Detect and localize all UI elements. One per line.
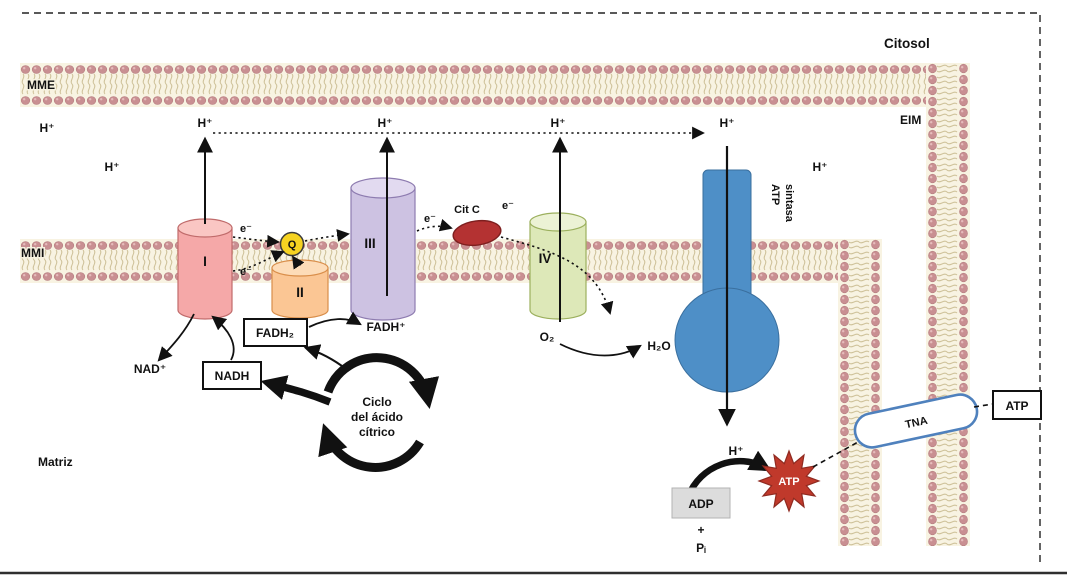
atp-synthase: ATP sintasa [674,146,795,427]
electron-flow-paths [232,218,614,315]
cytochrome-c: Cit C [452,204,502,247]
h-plus-label: H⁺ [729,444,744,458]
mmi-label: MMI [21,246,44,260]
inner-membrane-horizontal [20,239,882,283]
adp-label: ADP [688,497,713,511]
outer-membrane-vertical [926,63,970,546]
ubiquinone-label: Q [288,239,297,251]
h-plus-label: H⁺ [720,116,735,130]
eim-label: EIM [900,113,921,127]
h2o-label: H₂O [647,339,670,353]
proton-pumping [197,126,705,322]
atp-burst: ATP [757,449,821,513]
h-plus-label: H⁺ [378,116,393,130]
inner-membrane-vertical [838,239,882,546]
plus-sign-label: + [697,523,704,537]
fadh2-box: FADH₂ [243,318,308,347]
cycle-arc-upper [323,353,440,410]
cycle-label-line1: Ciclo [362,395,391,409]
e-minus-label: e⁻ [240,223,252,235]
matriz-label: Matriz [38,455,73,469]
outer-membrane-horizontal [20,63,970,107]
electron-path-iii-to-citc [416,218,453,232]
complex-i-label: I [203,254,207,269]
adp-box: ADP [671,487,731,519]
cycle-to-fadh2-arrow [303,344,347,370]
mme-label: MME [27,78,55,92]
e-minus-label: e⁻ [240,266,252,278]
h-plus-label: H⁺ [40,121,55,135]
complex-ii-label: II [296,285,304,300]
complex-i-to-nad-arrow [157,313,195,362]
cytosol-dashed-border [22,12,1041,566]
h-plus-label: H⁺ [551,116,566,130]
electron-path-ii-to-q [291,255,305,270]
pi-label: Pᵢ [696,541,706,555]
nad-plus-label: NAD⁺ [134,362,166,376]
nadh-label: NADH [215,369,250,383]
mitochondrial-membranes [20,63,970,546]
tna-label: TNA [904,415,929,431]
complex-iv-label: IV [539,251,552,266]
atp-burst-label: ATP [778,476,799,488]
cytochrome-c-label: Cit C [454,204,480,216]
tna-translocase: TNA [853,393,979,449]
cycle-label-line3: cítrico [359,425,395,439]
fadh-plus-label: FADH⁺ [367,320,406,334]
electron-path-citc-to-iv [500,236,614,315]
nadh-to-complex-i-arrow [211,315,235,361]
electron-path-q-to-iii [304,229,350,242]
atp-synthase-label-line2: sintasa [783,184,795,223]
fadh2-label: FADH₂ [256,326,294,340]
o2-to-h2o-arrow [559,343,642,359]
complex-iv: IV [529,212,587,320]
electron-path-i-to-q-lower [232,250,285,272]
e-minus-label: e⁻ [424,213,436,225]
cycle-to-nadh-arrow [260,375,332,406]
h-plus-label: H⁺ [813,160,828,174]
h-plus-label: H⁺ [105,160,120,174]
cycle-label-line2: del ácido [351,410,403,424]
o2-label: O₂ [540,330,555,344]
electron-path-i-to-q-upper [232,234,280,248]
atp-export-label: ATP [1005,399,1028,413]
h-plus-label: H⁺ [198,116,213,130]
e-minus-label: e⁻ [502,200,514,212]
nadh-box: NADH [202,361,262,390]
complex-iii-label: III [364,236,375,251]
atp-export-box: ATP [992,390,1042,420]
fadh2-to-fadh-arrow [308,311,362,328]
complex-iii: III [350,177,416,321]
citosol-label: Citosol [884,36,930,51]
atp-synthase-label-line1: ATP [769,184,781,205]
tna-to-atp-dashed-line [973,403,994,408]
citric-acid-cycle: Ciclo del ácido cítrico [260,353,440,472]
cycle-arc-lower [318,423,424,472]
ubiquinone: Q [279,231,305,257]
complex-i: I [177,218,233,320]
complex-ii: II [271,259,329,319]
